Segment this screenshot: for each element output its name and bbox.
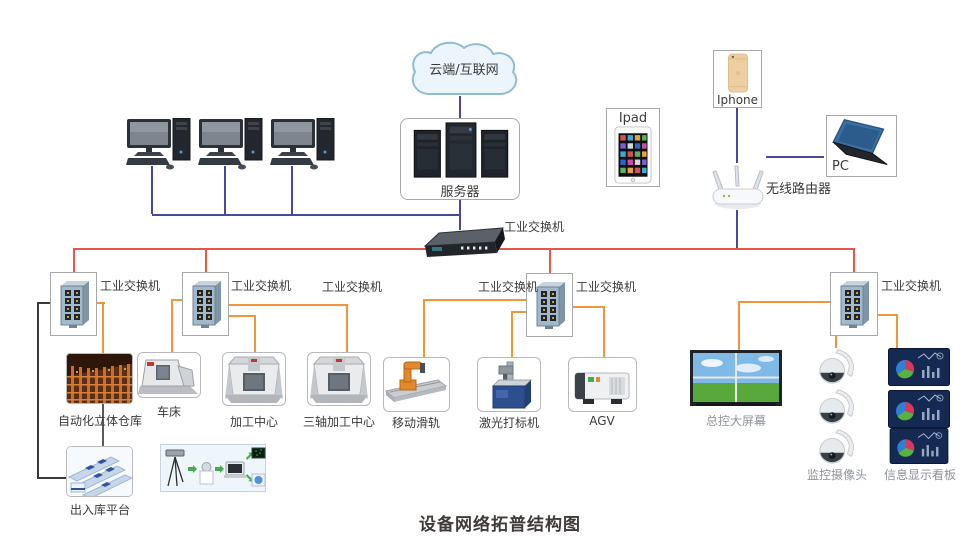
core-switch-label: 工业交换机: [504, 220, 565, 234]
laser-marker-label: 激光打标机: [478, 416, 540, 430]
industrial-switch-icon: [56, 277, 92, 331]
core-switch-icon: [423, 226, 507, 260]
inout-platform-image: [66, 446, 133, 497]
scanner-workflow-image: [160, 444, 266, 492]
switch4-bigscreen-line: [738, 301, 740, 350]
switch1-platform-line: [37, 477, 67, 479]
backbone-left-line: [74, 248, 426, 250]
switch3-laser-line: [511, 311, 527, 313]
switch1-label: 工业交换机: [100, 279, 161, 293]
switch2-machining-line: [228, 315, 256, 317]
switch1-warehouse-line: [102, 302, 104, 353]
big-screen-label: 总控大屏幕: [705, 414, 767, 428]
office-computer-icon: [270, 118, 336, 170]
machining-center-image: [222, 352, 286, 406]
switch2-machining-line: [254, 315, 256, 352]
cloud-label: 云端/互联网: [429, 63, 499, 78]
server-label: 服务器: [440, 185, 480, 200]
switch4-board-line: [896, 314, 898, 348]
pc1-lan-line: [151, 166, 153, 214]
cloud-server-line: [459, 96, 461, 118]
switch2-threeaxis-line: [228, 304, 348, 306]
three-axis-center-label: 三轴加工中心: [302, 415, 376, 429]
switch3-uplink-line: [549, 248, 551, 275]
agv-image: [568, 357, 637, 412]
switch2-lathe-line: [171, 299, 183, 301]
three-axis-center-image: [307, 352, 371, 406]
ipad-label: Ipad: [618, 111, 648, 126]
switch3-right-label: 工业交换机: [576, 280, 637, 294]
switch1-uplink-line: [73, 248, 75, 274]
server-coreswitch-line: [459, 200, 461, 230]
lathe-image: [137, 352, 201, 398]
switch3-laser-line: [511, 311, 513, 357]
switch4-uplink-line: [853, 248, 855, 274]
dome-camera-icon: [814, 388, 858, 426]
pc-label: PC: [832, 159, 849, 174]
router-label: 无线路由器: [766, 182, 832, 197]
industrial-switch-icon: [188, 277, 224, 331]
backbone-right-line: [498, 248, 855, 250]
warehouse-label: 自动化立体仓库: [57, 414, 143, 428]
switch4-board-line: [877, 314, 898, 316]
agv-label: AGV: [589, 414, 615, 428]
pc3-lan-line: [291, 166, 293, 214]
router-pc-line: [766, 156, 824, 158]
cloud-icon: [403, 40, 525, 100]
switch3-floating-label: 工业交换机: [322, 280, 383, 294]
switch1-platform-line: [37, 302, 39, 478]
diagram-title: 设备网络拓普结构图: [419, 515, 581, 535]
switch2-uplink-line: [205, 248, 207, 274]
switch2-lathe-line: [171, 299, 173, 352]
machining-center-label: 加工中心: [229, 415, 279, 429]
info-board-image: [888, 390, 950, 428]
info-board-image: [888, 348, 950, 386]
office-computer-icon: [126, 118, 192, 170]
iphone-label: Iphone: [716, 93, 759, 107]
switch3-sliderail-line: [423, 299, 527, 301]
switch1-platform-line: [38, 302, 51, 304]
switch3-left-label: 工业交换机: [478, 280, 539, 294]
switch4-bigscreen-line: [738, 301, 831, 303]
router-backbone-line: [736, 210, 738, 249]
video-wall-image: [690, 350, 782, 408]
switch2-label: 工业交换机: [231, 279, 292, 293]
switch3-agv-line: [603, 306, 605, 357]
switch3-agv-line: [572, 306, 605, 308]
pc2-lan-line: [224, 166, 226, 214]
pc-box: PC: [826, 115, 897, 177]
switch1-warehouse-line: [95, 302, 105, 304]
ipad-box: Ipad: [606, 108, 660, 187]
smartphone-icon: [714, 51, 761, 93]
switch4-label: 工业交换机: [881, 279, 942, 293]
lan-bus-line: [152, 214, 461, 216]
camera-label: 监控摄像头: [806, 468, 868, 482]
info-board-image: [888, 428, 950, 464]
industrial-switch-icon: [836, 277, 872, 331]
switch2-threeaxis-line: [346, 304, 348, 352]
iphone-router-line: [736, 108, 738, 163]
slide-rail-image: [383, 357, 450, 412]
switch3-sliderail-line: [423, 299, 425, 357]
slide-rail-label: 移动滑轨: [391, 416, 441, 430]
info-board-label: 信息显示看板: [883, 468, 957, 482]
laser-marker-image: [477, 357, 541, 412]
tablet-icon: [607, 126, 659, 184]
iphone-box: Iphone: [713, 50, 762, 108]
server-icon: [405, 121, 517, 179]
dome-camera-icon: [814, 428, 858, 466]
wireless-router-icon: [710, 162, 766, 212]
warehouse-platform-line: [102, 404, 104, 446]
inout-platform-label: 出入库平台: [69, 503, 131, 517]
lathe-label: 车床: [156, 405, 182, 419]
office-computer-icon: [198, 118, 264, 170]
industrial-switch-icon: [532, 278, 568, 332]
dome-camera-icon: [814, 348, 858, 386]
laptop-icon: [831, 118, 895, 172]
warehouse-image: [66, 353, 133, 404]
